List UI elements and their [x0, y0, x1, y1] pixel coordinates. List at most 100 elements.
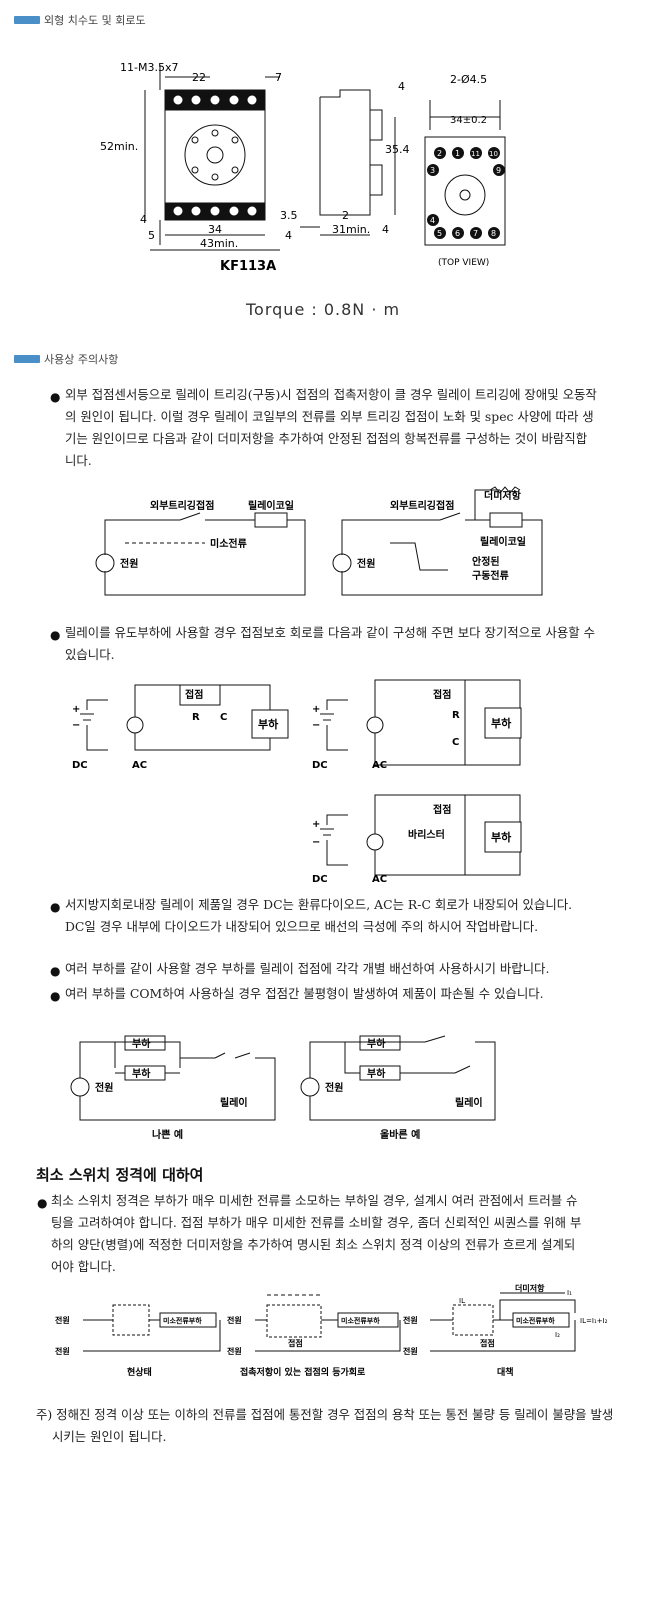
- caption-bad: 나쁜 예: [152, 1128, 183, 1141]
- text-line: 서지방지회로내장 릴레이 제품일 경우 DC는 환류다이오드, AC는 R-C …: [65, 897, 573, 912]
- label-relay: 릴레이: [220, 1096, 248, 1109]
- label-coil: 릴레이코일: [248, 499, 294, 512]
- pin-4: 4: [430, 216, 435, 225]
- caution-paragraph-5: 여러 부하를 COM하여 사용하실 경우 접점간 불평형이 발생하여 제품이 파…: [65, 983, 544, 1005]
- text-line: DC일 경우 내부에 다이오드가 내장되어 있으므로 배선의 극성에 주의 하시…: [65, 919, 539, 934]
- label-source: 전원: [357, 557, 375, 570]
- pin-5: 5: [437, 229, 442, 238]
- footnote: 주) 정해진 정격 이상 또는 이하의 전류를 접점에 통전할 경우 접점의 용…: [36, 1404, 613, 1448]
- bullet-icon: ●: [50, 989, 61, 1003]
- label-contact: 외부트리깅접점: [390, 499, 454, 512]
- label-minus: −: [72, 720, 80, 731]
- min-current-circuit-diagram: 전원 전원 미소전류부하 현상태 전원 전원 미소전류부하 접점 접촉저항이 있…: [55, 1283, 608, 1378]
- label-minus: −: [312, 837, 320, 848]
- label-ac: AC: [372, 874, 387, 885]
- text-line: 최소 스위치 정격은 부하가 매우 미세한 전류를 소모하는 부하일 경우, 설…: [51, 1193, 578, 1208]
- label-coil: 릴레이코일: [480, 535, 526, 548]
- label-plus: +: [72, 704, 80, 715]
- label-source-1: 전원: [403, 1315, 418, 1325]
- label-dc: DC: [312, 874, 328, 885]
- label-contact: 접점: [288, 1338, 303, 1348]
- label-source: 전원: [95, 1081, 113, 1094]
- label-load: 부하: [258, 717, 279, 731]
- text-line: 외부 접점센서등으로 릴레이 트리깅(구동)시 접점의 접촉저항이 클 경우 릴…: [65, 387, 597, 402]
- label-contact: 접점: [185, 689, 203, 701]
- caption-a: 현상태: [127, 1366, 152, 1378]
- label-relay: 릴레이: [455, 1096, 483, 1109]
- caution-paragraph-1: 외부 접점센서등으로 릴레이 트리깅(구동)시 접점의 접촉저항이 클 경우 릴…: [65, 384, 597, 472]
- min-switch-paragraph: 최소 스위치 정격은 부하가 매우 미세한 전류를 소모하는 부하일 경우, 설…: [51, 1190, 581, 1278]
- section-header-dimensions: 외형 치수도 및 회로도: [14, 11, 146, 29]
- label-load: 미소전류부하: [341, 1316, 380, 1325]
- label-dummy: 더미저항: [515, 1283, 545, 1293]
- dimension-drawing: 11-M3.5x7 22 7 52min. 4 5 34 43min. 4 KF…: [100, 61, 506, 274]
- label-side35b: 3.5: [280, 209, 298, 222]
- label-side35: 35.4: [385, 143, 410, 156]
- label-load: 부하: [491, 716, 512, 730]
- label-w7: 7: [275, 71, 282, 84]
- label-h4a: 4: [140, 213, 147, 226]
- label-side31: 31min.: [332, 223, 370, 236]
- label-load-2: 부하: [132, 1067, 151, 1080]
- text-line: 하의 양단(병렬)에 적정한 더미저항을 추가하여 명시된 최소 스위치 정격 …: [51, 1237, 576, 1252]
- pin-9: 9: [496, 166, 501, 175]
- text-line: 기는 원인이므로 다음과 같이 더미저항을 추가하여 안정된 접점의 항복전류를…: [65, 431, 588, 446]
- label-h5: 5: [148, 229, 155, 242]
- bullet-icon: ●: [37, 1196, 48, 1210]
- label-dummy: 더미저항: [484, 489, 522, 502]
- label-ac: AC: [372, 760, 387, 771]
- caption-good: 올바른 예: [380, 1128, 420, 1141]
- topview-label: (TOP VIEW): [438, 258, 489, 268]
- label-source-2: 전원: [403, 1346, 418, 1356]
- socket-top-outline: [424, 136, 506, 246]
- label-screw: 11-M3.5x7: [120, 61, 178, 74]
- pin-2: 2: [437, 149, 442, 158]
- section-title: 사용상 주의사항: [44, 353, 119, 366]
- label-source-1: 전원: [227, 1315, 242, 1325]
- label-contact: 접점: [480, 1338, 495, 1348]
- load-wiring-diagram: 부하 부하 전원 릴레이 부하 부하 전원 릴레이 나쁜 예 올바른 예: [70, 1035, 496, 1141]
- label-equation: IL=I₁+I₂: [580, 1317, 608, 1325]
- min-switch-heading: 최소 스위치 정격에 대하여: [36, 1166, 204, 1184]
- label-plus: +: [312, 819, 320, 830]
- bullet-icon: ●: [50, 900, 61, 914]
- pin-7: 7: [473, 229, 478, 238]
- caution-paragraph-3: 서지방지회로내장 릴레이 제품일 경우 DC는 환류다이오드, AC는 R-C …: [65, 894, 572, 938]
- text-line: 여러 부하를 같이 사용할 경우 부하를 릴레이 접점에 각각 개별 배선하여 …: [65, 961, 550, 976]
- pin-3: 3: [430, 166, 435, 175]
- label-plus: +: [312, 704, 320, 715]
- pin-10: 10: [489, 150, 498, 158]
- label-source-2: 전원: [55, 1346, 70, 1356]
- label-varistor: 바리스터: [408, 828, 445, 841]
- label-dc: DC: [312, 760, 328, 771]
- trigger-circuit-diagram: 외부트리깅접점 릴레이코일 전원 미소전류 더미저항 외부트리깅접점 릴레이코일…: [95, 486, 543, 596]
- label-il: IL: [459, 1297, 465, 1305]
- section-title: 외형 치수도 및 회로도: [44, 14, 146, 27]
- label-r: R: [452, 710, 460, 721]
- label-load-1: 부하: [367, 1037, 386, 1050]
- label-w22: 22: [192, 71, 206, 84]
- text-line: 팅을 고려하여야 합니다. 접점 부하가 매우 미세한 전류를 소비할 경우, …: [51, 1215, 582, 1230]
- section-marker: [14, 355, 40, 363]
- text-line: 시키는 원인이 됩니다.: [52, 1429, 167, 1444]
- label-w34: 34: [208, 223, 222, 236]
- label-load-2: 부하: [367, 1067, 386, 1080]
- bullet-icon: ●: [50, 390, 61, 404]
- protection-circuit-diagram: 접점 R C 부하 DC AC + − 접점 R C 부하 DC AC + − …: [72, 679, 522, 885]
- label-contact: 접점: [433, 689, 451, 701]
- label-stable-2: 구동전류: [472, 569, 509, 582]
- label-c: C: [220, 712, 227, 723]
- model-label: KF113A: [220, 259, 276, 274]
- text-line: 어야 합니다.: [51, 1259, 116, 1274]
- label-holes: 2-Ø4.5: [450, 73, 487, 86]
- bullet-icon: ●: [50, 628, 61, 642]
- label-r: R: [192, 712, 200, 723]
- text-line: 의 원인이 됩니다. 이럴 경우 릴레이 코일부의 전류를 외부 트리깅 접점이…: [65, 409, 594, 424]
- pin-1: 1: [455, 149, 460, 158]
- label-load: 부하: [491, 830, 512, 844]
- label-i1: I₁: [567, 1289, 572, 1297]
- label-contact: 접점: [433, 804, 451, 816]
- label-h52: 52min.: [100, 140, 138, 153]
- caution-paragraph-2: 릴레이를 유도부하에 사용할 경우 접점보호 회로를 다음과 같이 구성해 주면…: [65, 622, 595, 666]
- text-line: 릴레이를 유도부하에 사용할 경우 접점보호 회로를 다음과 같이 구성해 주면…: [65, 625, 595, 640]
